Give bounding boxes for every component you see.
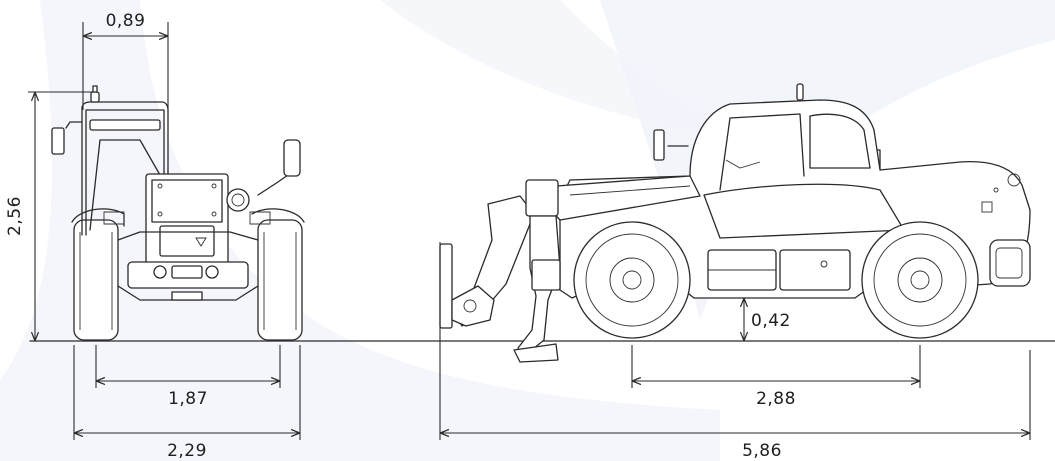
cab-width-label: 0,89 xyxy=(106,11,146,31)
dim-overall-length: 5,86 xyxy=(439,242,1031,461)
front-right-tire xyxy=(257,219,303,341)
side-view-telehandler xyxy=(439,83,1031,363)
overall-height-label: 2,56 xyxy=(5,196,25,236)
stabilizer-housing xyxy=(525,179,559,217)
front-left-tire xyxy=(73,219,119,341)
side-front-wheel xyxy=(573,221,691,339)
dim-overall-height: 2,56 xyxy=(5,91,95,340)
ground-clearance-label: 0,42 xyxy=(751,311,791,331)
overall-width-label: 2,29 xyxy=(167,441,207,461)
dim-overall-width: 2,29 xyxy=(73,345,301,461)
front-view-telehandler xyxy=(51,85,305,341)
dim-ground-clearance: 0,42 xyxy=(744,299,791,340)
dim-track-width: 1,87 xyxy=(95,345,281,409)
track-width-label: 1,87 xyxy=(168,389,208,409)
dim-wheelbase: 2,88 xyxy=(631,345,921,409)
overall-length-label: 5,86 xyxy=(742,441,782,461)
side-rear-wheel xyxy=(861,221,979,339)
wheelbase-label: 2,88 xyxy=(756,389,796,409)
fork-carriage xyxy=(439,243,453,329)
cab xyxy=(689,99,881,177)
dim-cab-width: 0,89 xyxy=(82,11,169,110)
